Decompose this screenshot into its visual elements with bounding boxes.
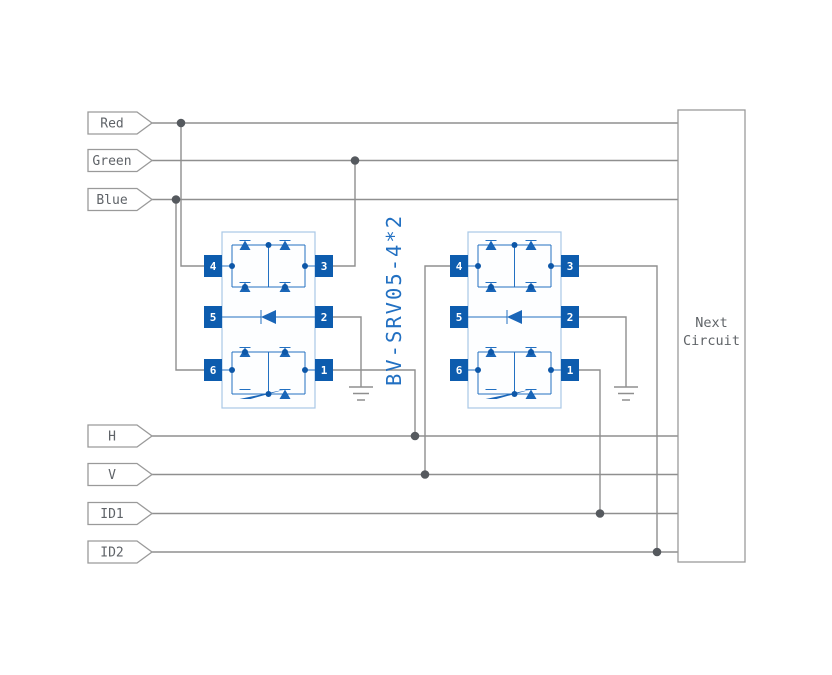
ic2: 4 5 6 3 2 1 <box>450 231 579 409</box>
ic1-pin-5-number: 5 <box>210 311 217 324</box>
wires <box>152 122 678 553</box>
junction-dots <box>171 118 662 557</box>
wire-v-to-ic2-pin4 <box>424 265 450 475</box>
ic1-pin-6-number: 6 <box>210 364 217 377</box>
next-circuit-box: Next Circuit <box>677 109 746 563</box>
ic1-pin-1 <box>315 359 333 381</box>
ic2-pin-3-number: 3 <box>567 260 574 273</box>
flag-shape <box>87 111 154 135</box>
ic2-pin-4 <box>450 255 468 277</box>
signal-flag-id2: ID2 <box>87 540 154 564</box>
signal-flags: Red Green Blue H V ID1 ID2 <box>87 111 154 564</box>
junction-dot-red <box>176 118 186 128</box>
wire-green-to-ic1-pin3 <box>333 160 356 267</box>
flag-label: Green <box>92 154 131 169</box>
ic1: 4 5 6 3 2 1 <box>204 231 333 409</box>
ground-symbol-ic1 <box>349 386 373 401</box>
ground-symbol-ic2 <box>614 386 638 401</box>
flag-label: V <box>108 468 116 483</box>
ic2-pin-6 <box>450 359 468 381</box>
ic2-pin-3 <box>561 255 579 277</box>
signal-flag-red: Red <box>87 111 154 135</box>
ic1-pin-5 <box>204 306 222 328</box>
wire-ic2-pin2-to-ground <box>579 316 627 387</box>
ic2-pin-1-number: 1 <box>567 364 574 377</box>
ic1-pin-1-number: 1 <box>321 364 328 377</box>
flag-shape <box>87 148 154 173</box>
flag-label: ID1 <box>100 507 123 522</box>
ic1-pin-2-number: 2 <box>321 311 328 324</box>
ic1-pin-3-number: 3 <box>321 260 328 273</box>
ic2-pin-5 <box>450 306 468 328</box>
ic2-pin-1 <box>561 359 579 381</box>
junction-dot-blue <box>171 195 181 204</box>
ground-icon <box>614 386 638 401</box>
signal-flag-blue: Blue <box>87 187 154 212</box>
flag-shape <box>87 462 154 487</box>
signal-flag-green: Green <box>87 148 154 173</box>
ic2-pin-4-number: 4 <box>456 260 463 273</box>
flag-label: Red <box>100 117 123 132</box>
wire-ic2-pin1-to-id1 <box>579 369 601 514</box>
flag-shape <box>87 501 154 526</box>
wire-ic1-pin1-to-h <box>333 369 416 436</box>
flag-shape <box>87 187 154 212</box>
flag-label: Blue <box>96 193 127 208</box>
ic2-pin-2 <box>561 306 579 328</box>
flag-shape <box>87 540 154 564</box>
flag-label: ID2 <box>100 546 123 561</box>
junction-dot-v <box>420 470 430 479</box>
wire-ic1-pin2-to-ground <box>333 316 362 387</box>
ic1-pin-4 <box>204 255 222 277</box>
junction-dot-green <box>350 156 360 165</box>
junction-dot-id1 <box>595 509 605 518</box>
ic2-pin-5-number: 5 <box>456 311 463 324</box>
wire-ic2-pin3-to-id2 <box>579 265 658 552</box>
ic1-pin-3 <box>315 255 333 277</box>
next-circuit-label-line2: Circuit <box>683 333 740 349</box>
signal-flag-h: H <box>87 424 154 448</box>
junction-dot-id2 <box>652 547 662 557</box>
junction-dot-h <box>410 431 420 441</box>
ic1-pin-2 <box>315 306 333 328</box>
wire-red-to-ic1-pin4 <box>180 123 204 267</box>
part-number-label: BV-SRV05-4*2 <box>382 214 406 386</box>
ic2-pin-6-number: 6 <box>456 364 463 377</box>
ic1-pin-6 <box>204 359 222 381</box>
signal-flag-v: V <box>87 462 154 487</box>
ic1-pin-4-number: 4 <box>210 260 217 273</box>
ic2-pin-2-number: 2 <box>567 311 574 324</box>
signal-flag-id1: ID1 <box>87 501 154 526</box>
ground-icon <box>349 386 373 401</box>
wire-blue-to-ic1-pin6 <box>175 199 204 371</box>
flag-shape <box>87 424 154 448</box>
next-circuit-label-line1: Next <box>695 315 728 331</box>
next-circuit-outline <box>677 109 746 563</box>
flag-label: H <box>108 430 116 445</box>
